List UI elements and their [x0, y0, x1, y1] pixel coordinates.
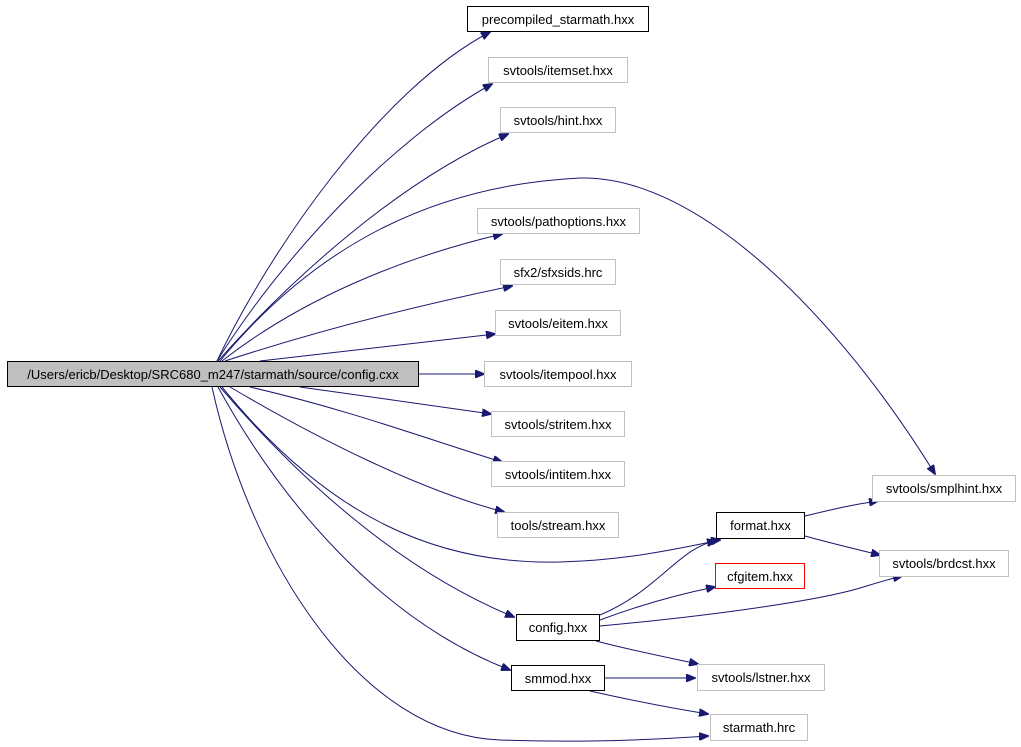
edge-root-intitem: [249, 386, 502, 462]
edge-root-eitem: [259, 334, 495, 362]
edge-root-config: [219, 386, 514, 617]
node-itemset[interactable]: svtools/itemset.hxx: [488, 57, 628, 83]
edge-root-precompiled: [216, 32, 490, 362]
node-config[interactable]: config.hxx: [516, 614, 600, 641]
edge-format-smplhint: [804, 501, 878, 517]
edge-root-smmod: [217, 386, 510, 670]
node-precompiled[interactable]: precompiled_starmath.hxx: [467, 6, 649, 32]
edge-root-stritem: [299, 386, 491, 414]
edge-config-brdcst: [599, 576, 902, 627]
node-intitem[interactable]: svtools/intitem.hxx: [491, 461, 625, 487]
edge-root-sfxsids: [224, 286, 512, 362]
node-smplhint[interactable]: svtools/smplhint.hxx: [872, 475, 1016, 502]
edge-root-format: [221, 386, 716, 563]
edge-root-itemset: [216, 84, 492, 362]
node-cfgitem[interactable]: cfgitem.hxx: [715, 563, 805, 589]
edge-root-stream: [229, 386, 504, 512]
node-lstner[interactable]: svtools/lstner.hxx: [697, 664, 825, 691]
edge-format-brdcst: [804, 535, 880, 555]
edge-config-lstner: [595, 640, 698, 664]
edge-root-hint: [217, 134, 508, 362]
node-starmath-hrc[interactable]: starmath.hrc: [710, 714, 808, 741]
edge-root-pathoptions: [221, 234, 502, 362]
edge-config-cfgitem: [599, 587, 715, 621]
node-sfxsids[interactable]: sfx2/sfxsids.hrc: [500, 259, 616, 285]
node-format[interactable]: format.hxx: [716, 512, 805, 539]
node-itempool[interactable]: svtools/itempool.hxx: [484, 361, 632, 387]
node-stream[interactable]: tools/stream.hxx: [497, 512, 619, 538]
edge-root-starmath-hrc: [211, 386, 708, 742]
node-brdcst[interactable]: svtools/brdcst.hxx: [879, 550, 1009, 577]
edge-root-smplhint: [219, 177, 935, 474]
node-eitem[interactable]: svtools/eitem.hxx: [495, 310, 621, 336]
node-stritem[interactable]: svtools/stritem.hxx: [491, 411, 625, 437]
edge-config-format: [599, 540, 720, 616]
node-pathoptions[interactable]: svtools/pathoptions.hxx: [477, 208, 640, 234]
node-hint[interactable]: svtools/hint.hxx: [500, 107, 616, 133]
edge-smmod-starmath-hrc: [589, 690, 708, 714]
node-smmod[interactable]: smmod.hxx: [511, 665, 605, 691]
node-root-file[interactable]: /Users/ericb/Desktop/SRC680_m247/starmat…: [7, 361, 419, 387]
